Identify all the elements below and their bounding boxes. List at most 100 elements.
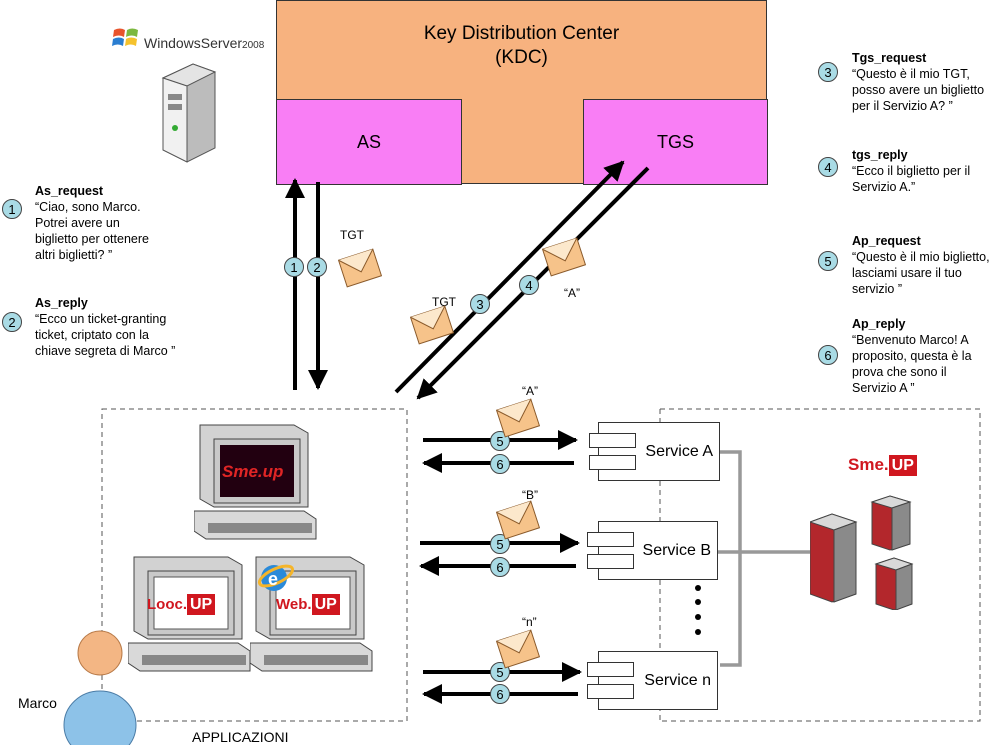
step-1-line: altri biglietti? ”	[35, 248, 113, 262]
as-box: AS	[276, 99, 462, 185]
step-4-line: Servizio A.”	[852, 180, 916, 194]
step-5-badge: 5	[818, 251, 838, 271]
user-marco-icon	[63, 630, 137, 745]
arrow-badge-2: 2	[307, 257, 327, 277]
smeup-screen-text: Sme.up	[222, 462, 284, 481]
step-6-badge: 6	[818, 345, 838, 365]
ticket-label: “A”	[522, 384, 538, 398]
step-3-line: “Questo è il mio TGT,	[852, 67, 970, 81]
step-5-line: lasciami usare il tuo	[852, 266, 962, 280]
step-6-title: Ap_reply	[852, 317, 906, 331]
ticket-label: “B”	[522, 488, 538, 502]
step-3-text: Tgs_request “Questo è il mio TGT, posso …	[852, 50, 984, 114]
envelope-icon	[496, 500, 540, 540]
ticket-label: TGT	[340, 228, 364, 242]
svg-text:e: e	[268, 569, 278, 589]
step-6-line: Servizio A ”	[852, 381, 915, 395]
kdc-title: Key Distribution Center (KDC)	[276, 22, 767, 70]
step-4-text: tgs_reply “Ecco il biglietto per il Serv…	[852, 147, 970, 195]
step-3-line: per il Servizio A? ”	[852, 99, 953, 113]
arrow-tgs-request	[394, 160, 625, 394]
step-2-line: ticket, criptato con la	[35, 328, 149, 342]
web-up-logo: Web.UP	[276, 594, 340, 615]
envelope-icon	[496, 398, 540, 438]
windows-flag-icon	[112, 28, 138, 46]
step-6-line: “Benvenuto Marco! A	[852, 333, 969, 347]
step-5-line: “Questo è il mio biglietto,	[852, 250, 990, 264]
web-logo-right: UP	[311, 594, 340, 615]
step-2-text: As_reply “Ecco un ticket-granting ticket…	[35, 295, 175, 359]
step-3-title: Tgs_request	[852, 51, 927, 65]
step-6-line: prova che sono il	[852, 365, 947, 379]
component-port-icon	[587, 532, 634, 547]
step-6-text: Ap_reply “Benvenuto Marco! A proposito, …	[852, 316, 972, 396]
step-6-line: proposito, questa è la	[852, 349, 972, 363]
looc-logo-right: UP	[187, 594, 216, 615]
step-2-title: As_reply	[35, 296, 88, 310]
component-port-icon	[589, 433, 636, 448]
step-5-title: Ap_request	[852, 234, 921, 248]
step-4-line: “Ecco il biglietto per il	[852, 164, 971, 178]
step-1-line: Potrei avere un	[35, 216, 120, 230]
ellipsis-dot	[695, 585, 701, 591]
ellipsis-dot	[695, 629, 701, 635]
computer-smeup-icon	[194, 424, 317, 540]
ticket-a-kdc: “A”	[542, 233, 592, 303]
arrow-badge-6: 6	[490, 557, 510, 577]
applications-label: APPLICAZIONI	[192, 729, 289, 745]
server-tower-icon	[161, 63, 217, 163]
smeup-logo-right: UP	[888, 455, 917, 476]
applications-dashed-box	[101, 408, 408, 722]
smeup-logo: Sme.UP	[848, 455, 917, 476]
arrow-badge-6: 6	[490, 684, 510, 704]
services-dashed-box	[660, 408, 981, 722]
step-2-badge: 2	[2, 312, 22, 332]
looc-up-logo: Looc.UP	[147, 594, 216, 615]
step-5-text: Ap_request “Questo è il mio biglietto, l…	[852, 233, 990, 297]
step-1-line: biglietto per ottenere	[35, 232, 149, 246]
arrow-badge-1: 1	[284, 257, 304, 277]
kdc-title-line1: Key Distribution Center	[423, 23, 620, 44]
component-port-icon	[587, 554, 634, 569]
looc-logo-left: Looc.	[147, 596, 187, 613]
step-4-badge: 4	[818, 157, 838, 177]
ticket-n-service: “n”	[496, 613, 546, 673]
service-a-label: Service A	[645, 442, 713, 460]
step-3-line: posso avere un biglietto	[852, 83, 985, 97]
component-port-icon	[587, 662, 634, 677]
internet-explorer-icon: e	[257, 564, 295, 591]
ticket-label: “n”	[522, 615, 537, 629]
component-port-icon	[589, 455, 636, 470]
step-2-line: “Ecco un ticket-granting	[35, 312, 167, 326]
envelope-icon	[338, 248, 382, 288]
ticket-label: TGT	[432, 295, 456, 309]
ticket-a-service: “A”	[496, 382, 546, 444]
server-rack-icon	[810, 495, 914, 610]
arrow-badge-3: 3	[470, 294, 490, 314]
windows-server-text: WindowsServer	[144, 35, 243, 51]
windows-version-text: 2008	[242, 40, 265, 51]
envelope-icon	[410, 305, 454, 345]
component-port-icon	[587, 684, 634, 699]
arrow-badge-6: 6	[490, 454, 510, 474]
ticket-tgt-2: TGT	[410, 295, 460, 350]
kdc-title-line2: (KDC)	[495, 47, 548, 68]
service-b-label: Service B	[642, 541, 711, 559]
ellipsis-dot	[695, 599, 701, 605]
service-a-box: Service A	[589, 422, 720, 481]
step-1-badge: 1	[2, 199, 22, 219]
service-n-label: Service n	[644, 671, 711, 689]
step-3-badge: 3	[818, 62, 838, 82]
arrow-badge-4: 4	[519, 275, 539, 295]
web-logo-left: Web.	[276, 596, 312, 613]
envelope-icon	[542, 237, 586, 277]
step-5-line: servizio ”	[852, 282, 903, 296]
step-1-text: As_request “Ciao, sono Marco. Potrei ave…	[35, 183, 149, 263]
ticket-tgt-1: TGT	[336, 228, 386, 294]
step-4-title: tgs_reply	[852, 148, 908, 162]
smeup-logo-left: Sme.	[848, 455, 889, 474]
ellipsis-dot	[695, 614, 701, 620]
ticket-b-service: “B”	[496, 486, 546, 546]
envelope-icon	[496, 629, 540, 669]
service-n-box: Service n	[587, 651, 718, 710]
